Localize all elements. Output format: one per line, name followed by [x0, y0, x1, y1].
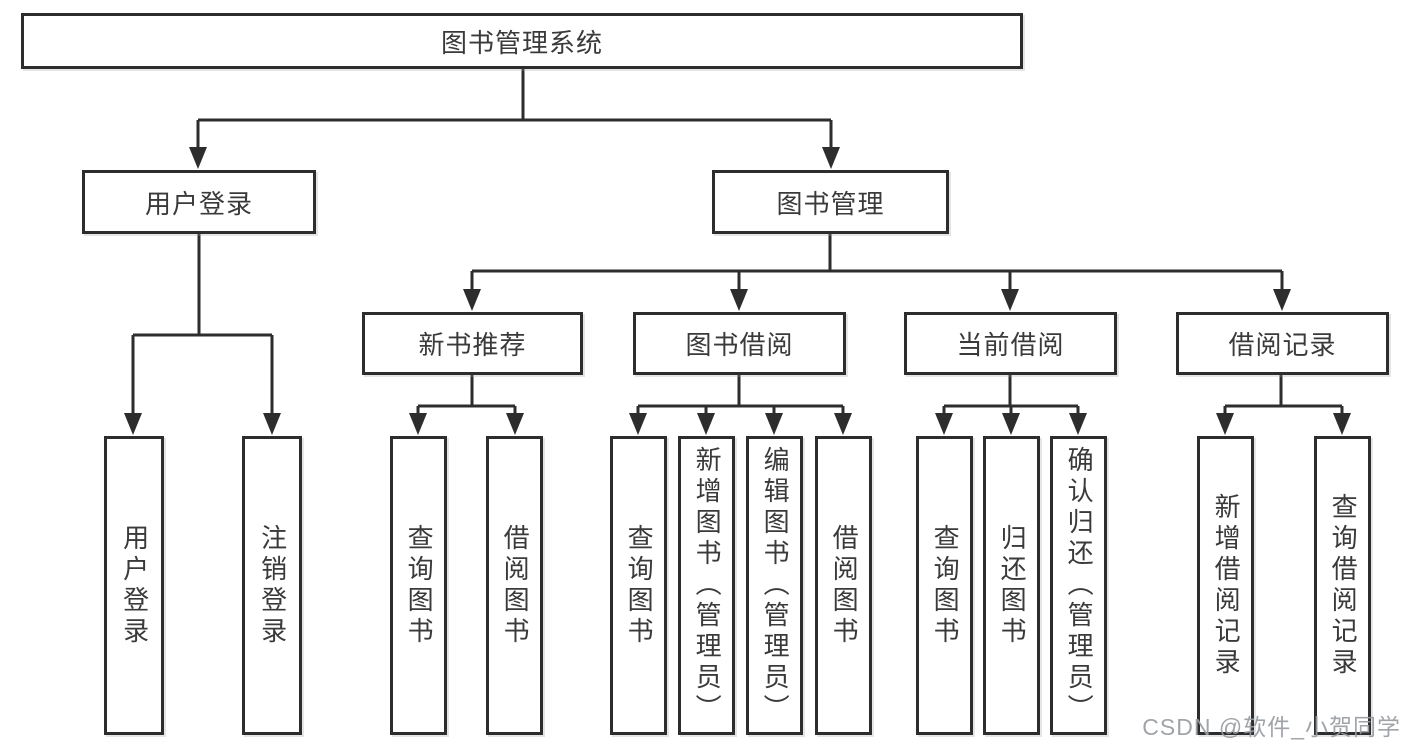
node-leaf-edit-books-admin: 编辑图书（管理员） — [746, 436, 803, 735]
node-leaf-user-login-action: 用户登录 — [104, 436, 164, 735]
node-root-library-management-system: 图书管理系统 — [21, 13, 1023, 69]
node-label: 用户登录 — [119, 523, 150, 648]
node-leaf-query-books-borrow: 查询图书 — [610, 436, 667, 735]
node-label: 归还图书 — [997, 523, 1028, 648]
node-label: 确认归还（管理员） — [1064, 446, 1095, 725]
node-new-book-recommend: 新书推荐 — [362, 312, 583, 375]
node-label: 新书推荐 — [418, 330, 527, 360]
node-leaf-query-borrow-record: 查询借阅记录 — [1314, 436, 1371, 735]
node-label: 查询图书 — [404, 523, 435, 648]
node-label: 查询图书 — [624, 523, 655, 648]
watermark: CSDN @软件_小贺同学 — [1142, 714, 1401, 740]
node-leaf-add-borrow-record: 新增借阅记录 — [1197, 436, 1254, 735]
node-leaf-query-books-recommend: 查询图书 — [390, 436, 447, 735]
node-label: 用户登录 — [144, 188, 253, 219]
node-label: 新增借阅记录 — [1211, 492, 1242, 679]
node-leaf-add-books-admin: 新增图书（管理员） — [678, 436, 735, 735]
arrowheads — [124, 147, 1351, 435]
node-label: 借阅图书 — [500, 523, 531, 648]
node-current-borrow: 当前借阅 — [904, 312, 1117, 375]
node-leaf-confirm-return-admin: 确认归还（管理员） — [1050, 436, 1107, 735]
node-label: 查询借阅记录 — [1328, 492, 1359, 679]
node-book-management: 图书管理 — [712, 170, 949, 234]
node-label: 借阅记录 — [1228, 330, 1337, 360]
node-label: 新增图书（管理员） — [692, 446, 723, 725]
node-leaf-query-books-current: 查询图书 — [916, 436, 973, 735]
node-label: 编辑图书（管理员） — [760, 446, 791, 725]
node-label: 当前借阅 — [956, 330, 1065, 360]
node-label: 图书管理系统 — [440, 27, 603, 58]
node-label: 图书管理 — [776, 188, 885, 219]
node-leaf-borrow-books-recommend: 借阅图书 — [486, 436, 543, 735]
node-leaf-borrow-books: 借阅图书 — [815, 436, 872, 735]
node-user-login: 用户登录 — [82, 170, 316, 234]
node-label: 图书借阅 — [685, 330, 794, 360]
node-label: 查询图书 — [930, 523, 961, 648]
node-label: 注销登录 — [257, 523, 288, 648]
node-leaf-logout: 注销登录 — [242, 436, 302, 735]
node-borrow-records: 借阅记录 — [1176, 312, 1389, 375]
node-label: 借阅图书 — [829, 523, 860, 648]
node-book-borrow: 图书借阅 — [633, 312, 846, 375]
node-leaf-return-books: 归还图书 — [983, 436, 1040, 735]
